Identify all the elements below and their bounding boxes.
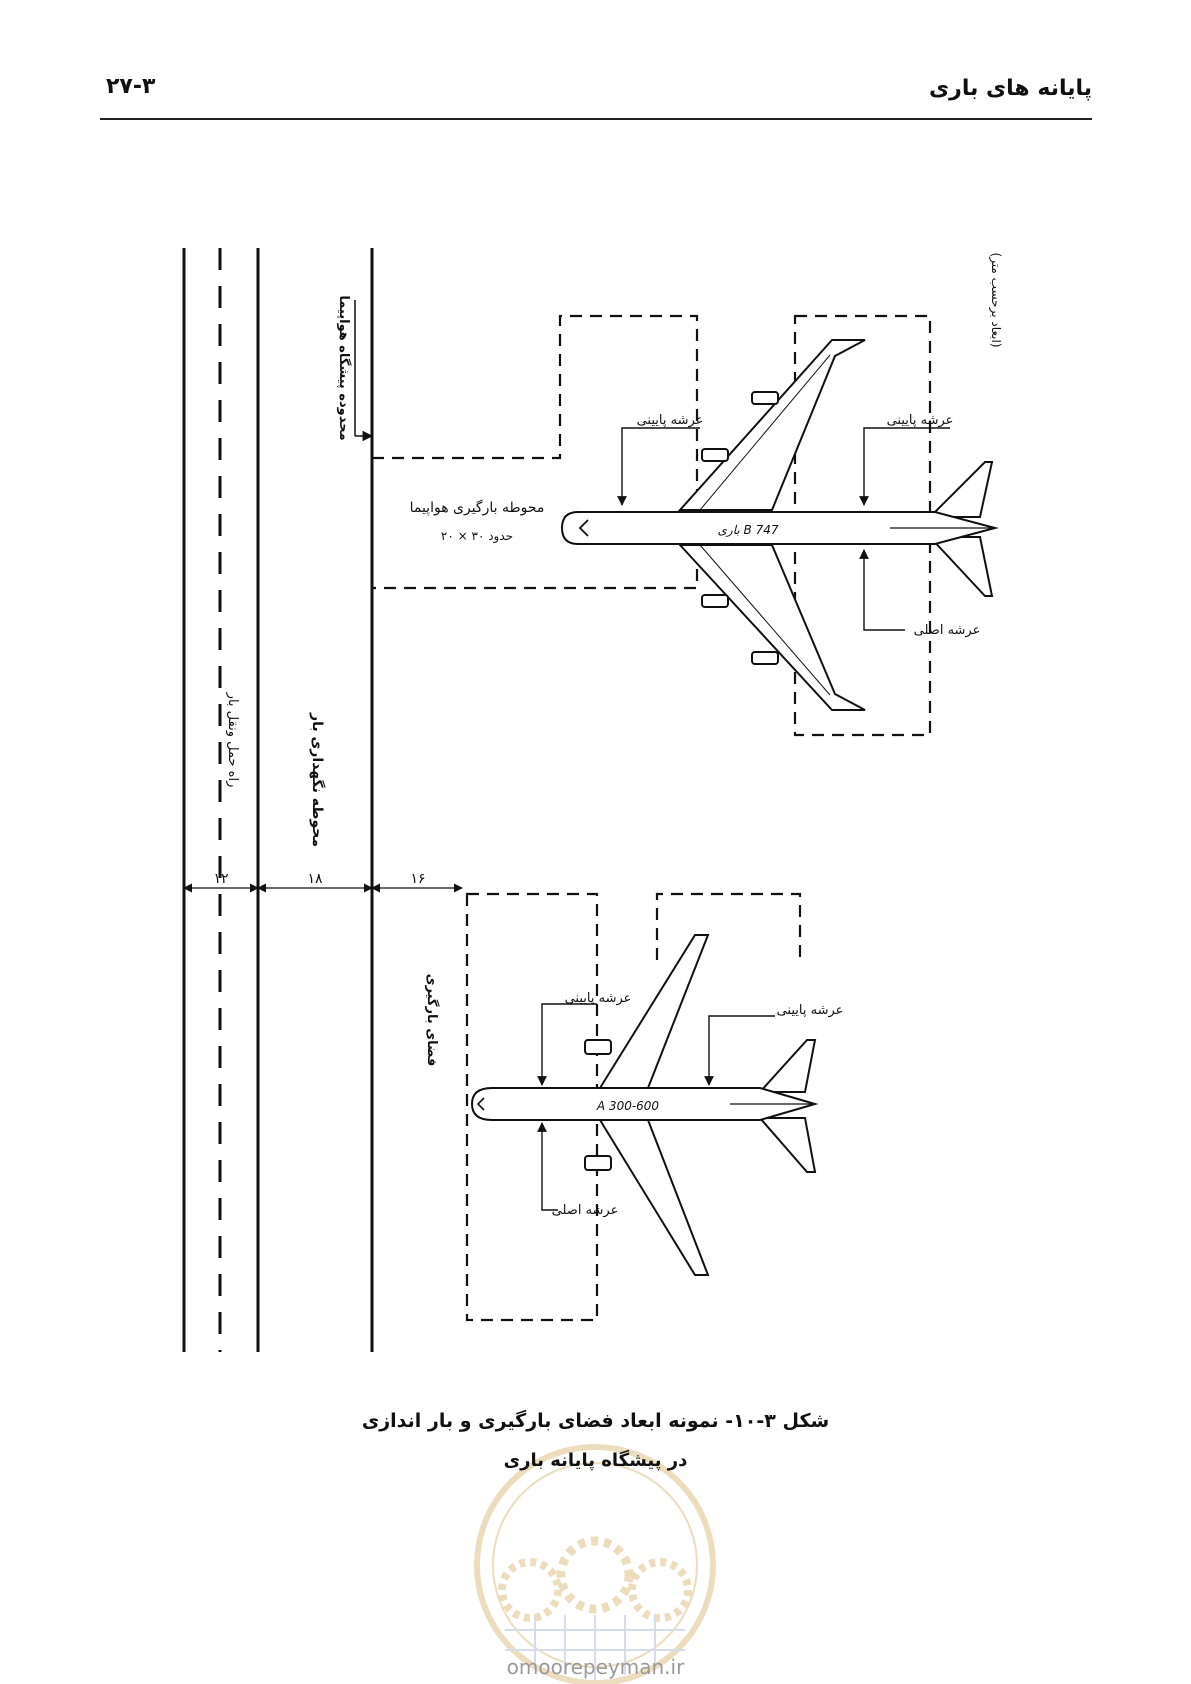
b747-upper-stabilizer (927, 461, 994, 518)
label-units-note: (ابعاد برحسب متر) (988, 252, 1003, 347)
a300-front-zone (465, 892, 599, 1322)
b747-upper-wing (677, 339, 866, 511)
label-aircraft-loading-area: محوطه بارگیری هواپیما (410, 499, 545, 516)
page-number: ۲۷-۳ (106, 74, 156, 99)
label-a300-main-deck: عرشه اصلی (552, 1203, 619, 1218)
b747-callouts (617, 427, 950, 631)
b747-clearance-zones (372, 314, 932, 737)
a300-fuselage (470, 1087, 819, 1121)
a300-lower-stabilizer (757, 1117, 817, 1173)
b747-engine-4 (751, 651, 779, 665)
figure-caption-line1: شکل ۳-۱۰- نمونه ابعاد فضای بارگیری و بار… (361, 1410, 830, 1432)
label-cargo-storage: محوطه نگهداری بار (309, 712, 326, 847)
b747-rear-zone (793, 314, 932, 737)
dim-storage-width: ۱۸ (307, 871, 323, 887)
a300-engine-2 (584, 1155, 612, 1171)
label-b747-main-deck: عرشه اصلی (914, 623, 981, 638)
b747-lower-stabilizer (927, 536, 994, 597)
figure-caption-line2: در پیشگاه پایانه باری (503, 1450, 688, 1471)
b747-aircraft (560, 339, 999, 711)
label-loading-space: فضای بارگیری (424, 974, 440, 1067)
watermark-site: omoorepeyman.ir (506, 1655, 685, 1679)
a300-upper-wing (598, 934, 710, 1089)
b747-engine-3 (701, 594, 729, 608)
b747-upper-wing-detail (699, 354, 831, 511)
a300-upper-stabilizer (757, 1039, 817, 1093)
a300-lower-wing (598, 1119, 710, 1276)
label-b747: باری B 747 (718, 523, 779, 537)
a300-rear-zone (655, 892, 802, 960)
label-area-size: حدود ۳۰ × ۲۰ (441, 529, 513, 544)
label-cargo-road: راه حمل ونقل بار (225, 692, 240, 788)
b747-lower-wing (677, 544, 866, 711)
a300-cockpit (476, 1097, 485, 1111)
label-a300-lower-deck-rear: عرشه پایینی (777, 1003, 844, 1018)
a300-engine-1 (584, 1039, 612, 1055)
b747-front-zone (372, 314, 699, 590)
b747-fuselage (560, 511, 999, 545)
label-b747-lower-deck-rear: عرشه پایینی (887, 413, 954, 428)
a300-clearance-zones (465, 892, 802, 1322)
page-header: پایانه های باری ۲۷-۳ (100, 58, 1092, 120)
label-a300-lower-deck-front: عرشه پایینی (565, 991, 632, 1006)
b747-cockpit (578, 519, 589, 537)
dim-road-width: ۱۲ (213, 871, 228, 887)
b747-lower-wing-detail (699, 544, 831, 696)
gear-seal-logo-icon (474, 1444, 716, 1684)
label-a300: A 300-600 (596, 1099, 660, 1113)
label-b747-lower-deck-front: عرشه پایینی (637, 413, 704, 428)
apron-boundary-marker (354, 300, 374, 442)
page-title: پایانه های باری (929, 76, 1092, 101)
b747-engine-1 (751, 391, 779, 405)
a300-aircraft (470, 934, 819, 1276)
label-apron-boundary: محدوده پیشگاه هواپیما (336, 295, 352, 440)
b747-engine-2 (701, 448, 729, 462)
a300-callouts (537, 1003, 775, 1211)
dim-loading-width: ۱۶ (410, 871, 425, 887)
